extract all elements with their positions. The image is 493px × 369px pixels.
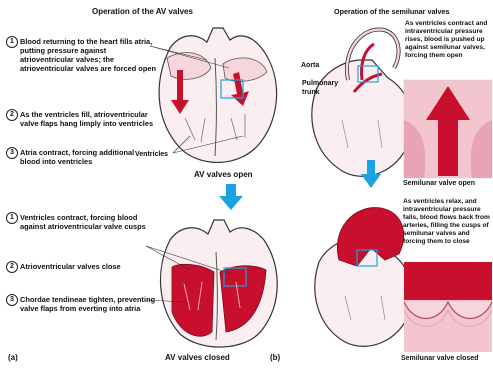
step-text: Blood returning to the heart fills atria… — [20, 37, 156, 73]
panel-b-title: Operation of the semilunar valves — [334, 7, 449, 16]
step-text: As the ventricles fill, atrioventricular… — [20, 110, 156, 128]
panel-a-title: Operation of the AV valves — [92, 7, 193, 16]
step-open-1: 1 Blood returning to the heart fills atr… — [6, 37, 156, 73]
step-number: 1 — [6, 36, 18, 48]
semilunar-valve-closed-closeup — [404, 262, 492, 352]
av-open-caption: AV valves open — [194, 170, 253, 179]
step-number: 1 — [6, 212, 18, 224]
ventricles-label: Ventricles — [135, 151, 168, 160]
step-open-2: 2 As the ventricles fill, atrioventricul… — [6, 110, 156, 128]
step-number: 3 — [6, 294, 18, 306]
step-open-3: 3 Atria contract, forcing additional blo… — [6, 148, 156, 166]
down-arrow-icon — [219, 184, 243, 212]
step-closed-2: 2 Atrioventricular valves close — [6, 262, 156, 271]
semilunar-closed-caption: Semilunar valve closed — [401, 355, 478, 364]
pulmonary-trunk-label: Pulmonary trunk — [302, 80, 348, 97]
step-closed-3: 3 Chordae tendineae tighten, preventing … — [6, 295, 156, 313]
semilunar-open-caption: Semilunar valve open — [403, 180, 475, 189]
step-number: 3 — [6, 147, 18, 159]
heart-semilunar-open-diagram — [302, 20, 417, 180]
semilunar-closed-text: As ventricles relax, and intraventricula… — [403, 198, 491, 246]
heart-av-closed-diagram — [150, 212, 290, 352]
heart-av-open-diagram — [145, 18, 285, 168]
step-text: Ventricles contract, forcing blood again… — [20, 213, 156, 231]
semilunar-valve-open-closeup — [404, 80, 492, 178]
figure-label-a: (a) — [8, 353, 18, 362]
figure-label-b: (b) — [270, 353, 280, 362]
heart-semilunar-closed-diagram — [305, 200, 415, 350]
down-arrow-icon — [361, 160, 381, 190]
step-text: Atrioventricular valves close — [20, 262, 156, 271]
step-closed-1: 1 Ventricles contract, forcing blood aga… — [6, 213, 156, 231]
aorta-label: Aorta — [301, 62, 319, 71]
semilunar-open-text: As ventricles contract and intraventricu… — [405, 20, 491, 60]
step-number: 2 — [6, 109, 18, 121]
step-text: Chordae tendineae tighten, preventing va… — [20, 295, 156, 313]
step-number: 2 — [6, 261, 18, 273]
av-closed-caption: AV valves closed — [165, 353, 230, 362]
